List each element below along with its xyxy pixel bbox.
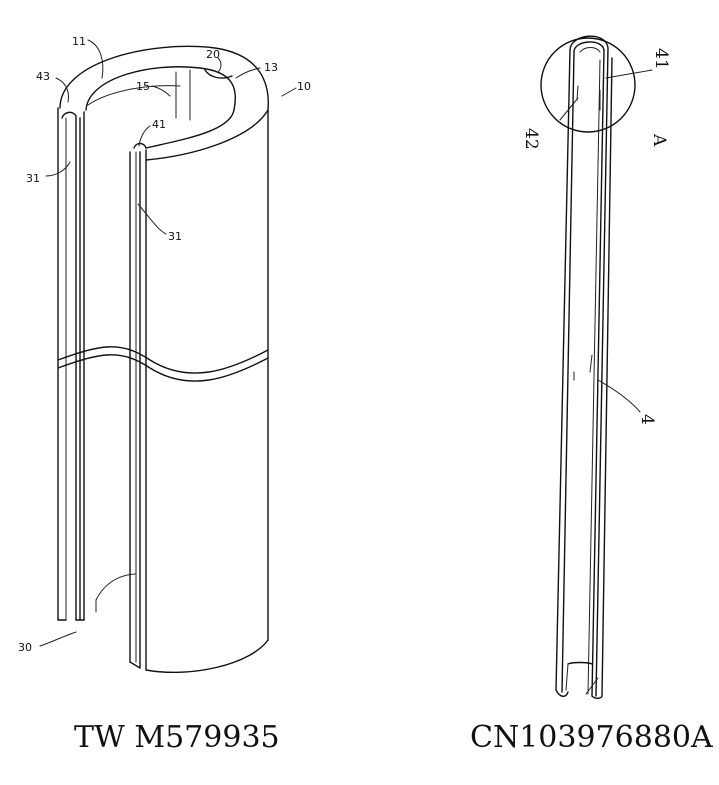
left-tube-top-rim-inner	[85, 66, 237, 111]
label-15: 15	[136, 80, 150, 93]
left-tube-inner-wall	[87, 85, 181, 106]
label-31-left: 31	[26, 172, 40, 185]
left-tube-top-rim-outer	[59, 45, 269, 111]
label-41-right: 41	[651, 48, 671, 70]
label-20: 20	[206, 48, 220, 61]
label-41-left: 41	[152, 118, 166, 131]
label-30: 30	[18, 641, 32, 654]
label-4: 4	[637, 414, 657, 425]
label-13: 13	[264, 61, 278, 74]
label-43: 43	[36, 70, 50, 83]
right-tube-drawing	[540, 35, 653, 699]
detail-circle-a	[540, 37, 636, 133]
caption-cn-patent: CN103976880A	[470, 720, 713, 755]
label-31-right: 31	[168, 230, 182, 243]
label-11: 11	[72, 35, 86, 48]
caption-tw-patent: TW M579935	[74, 720, 280, 755]
label-10: 10	[297, 80, 311, 93]
label-42: 42	[521, 128, 541, 150]
left-tube-drawing	[39, 39, 297, 673]
label-a: A	[649, 133, 669, 147]
